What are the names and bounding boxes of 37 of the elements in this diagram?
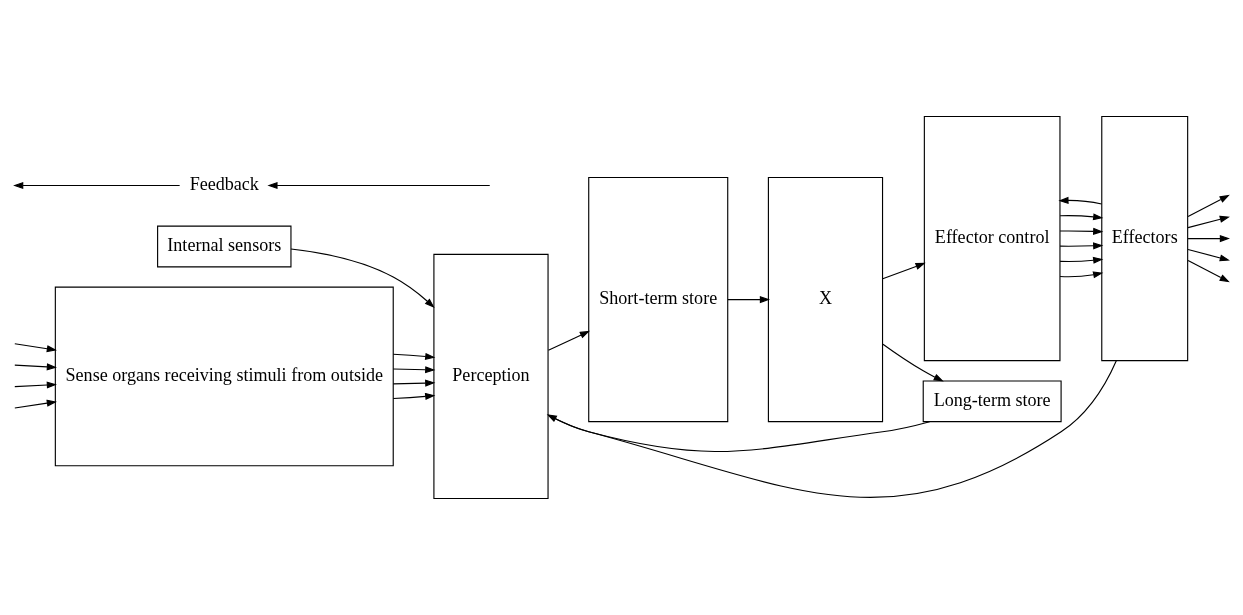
arrow [882,262,926,280]
arrow [1187,260,1230,283]
arrow [882,343,944,382]
arrow [14,363,57,371]
arrow [727,296,770,304]
arrow [1059,213,1104,221]
arrow [1187,215,1230,229]
arrow [1059,271,1104,279]
node-box: Long-term store [922,380,1062,423]
node-box: Perception [433,253,549,500]
arrow [1187,194,1230,218]
arrow [1058,196,1103,205]
arrow [392,352,436,360]
connector [547,360,1117,498]
arrow [392,379,436,387]
arrow [290,248,435,308]
arrow [267,181,491,189]
node-box: Sense organs receiving stimuli from outside [54,286,394,467]
node-box: X [767,176,884,423]
arrow [14,381,57,389]
arrow [14,399,57,409]
arrow [392,392,436,400]
node-box: Internal sensors [157,225,292,268]
arrow [1059,227,1104,235]
node-box: Effector control [923,115,1061,362]
arrow [1187,249,1230,262]
arrow [547,330,591,351]
node-box: Effectors [1101,115,1189,362]
arrow [392,366,436,374]
arrow [1059,242,1104,250]
node-text: Feedback [189,173,259,194]
arrow [546,414,931,453]
arrow [1059,256,1104,264]
arrow [1187,235,1230,243]
arrow [14,343,57,353]
arrow [13,181,181,189]
node-box: Short-term store [588,176,729,423]
